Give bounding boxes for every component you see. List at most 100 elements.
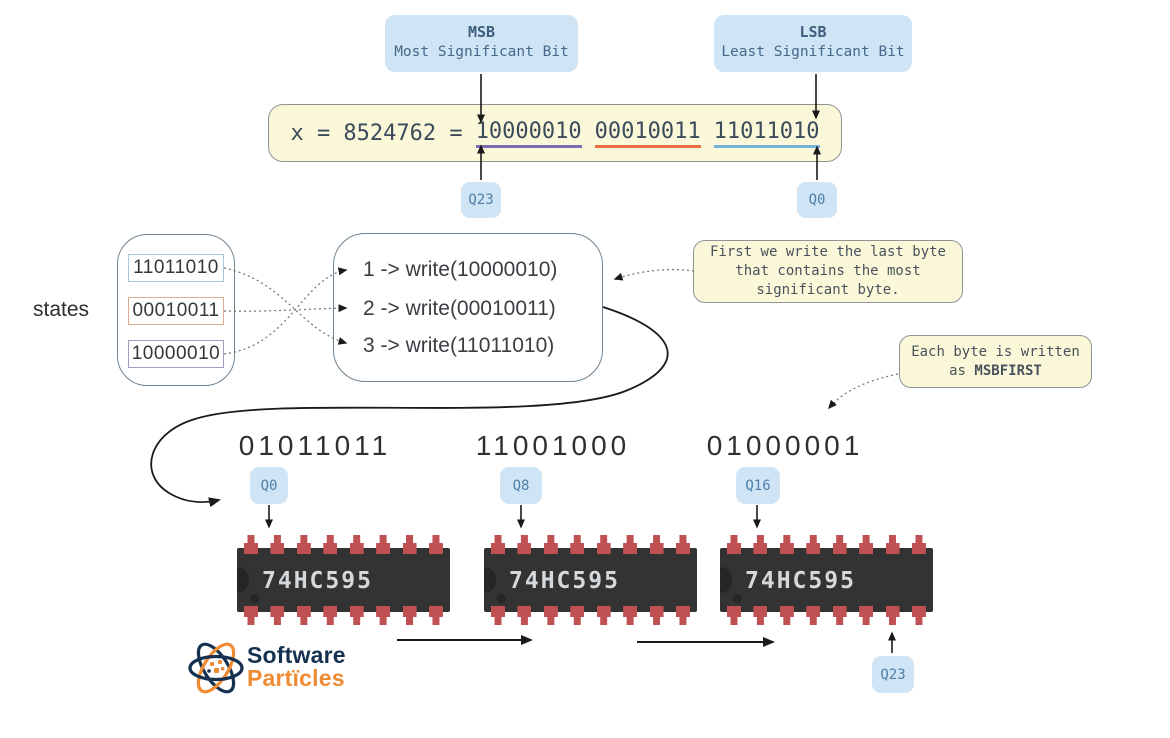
note-first-byte-line3: significant byte. bbox=[756, 282, 900, 298]
chip-pin bbox=[727, 535, 741, 554]
chip-pin bbox=[428, 535, 443, 554]
chip-pin bbox=[517, 535, 532, 554]
note-msbfirst-line2: as MSBFIRST bbox=[900, 362, 1091, 381]
logo-word-software: Software bbox=[247, 642, 346, 668]
chip-pin bbox=[623, 606, 638, 625]
chip-pin bbox=[349, 606, 364, 625]
connector-note2-output bbox=[828, 373, 899, 410]
note-msbfirst: Each byte is written as MSBFIRST bbox=[899, 335, 1092, 388]
states-group-box: 11011010 00010011 10000010 bbox=[117, 234, 235, 386]
chip-pin bbox=[517, 606, 532, 625]
chip-pin bbox=[832, 535, 847, 554]
chip-pins-bottom bbox=[244, 606, 443, 625]
states-label: states bbox=[33, 298, 90, 321]
state-item-0: 11011010 bbox=[128, 254, 224, 282]
chip-pin bbox=[296, 606, 311, 625]
write-step-1: 1 -> write(10000010) bbox=[363, 258, 558, 281]
formula-box: x = 8524762 = 10000010 00010011 11011010 bbox=[268, 104, 842, 162]
chip-pin bbox=[806, 535, 821, 554]
chip-pins-top bbox=[727, 535, 926, 554]
chip-pin bbox=[859, 606, 874, 625]
formula-prefix: x = 8524762 = bbox=[290, 120, 463, 146]
chip-pin bbox=[596, 606, 611, 625]
shift-register-chip-0: 74HC595 bbox=[237, 535, 450, 625]
chip-pin bbox=[402, 535, 417, 554]
chip-pin bbox=[402, 606, 417, 625]
pin-badge-q0-bottom: Q0 bbox=[250, 467, 288, 504]
formula-byte-lsb: 11011010 bbox=[713, 119, 820, 148]
pin-badge-q8-bottom: Q8 bbox=[500, 467, 542, 504]
note-msbfirst-prefix: as bbox=[949, 362, 975, 379]
chip-pin bbox=[270, 535, 285, 554]
chip-label: 74HC595 bbox=[745, 568, 856, 594]
shift-register-chip-1: 74HC595 bbox=[484, 535, 697, 625]
chip-pin bbox=[543, 606, 558, 625]
lsb-subtitle: Least Significant Bit bbox=[721, 44, 905, 60]
chip-pin bbox=[491, 606, 505, 625]
chip-pin bbox=[806, 606, 821, 625]
chip-pin bbox=[779, 606, 794, 625]
connector-state2-write2 bbox=[223, 304, 348, 313]
chip-pin1-dot-icon bbox=[250, 594, 259, 603]
chip-pin bbox=[244, 535, 258, 554]
write-step-3: 3 -> write(11011010) bbox=[363, 334, 555, 357]
connector-note1-writebox bbox=[613, 268, 695, 281]
pin-badge-q16-bottom: Q16 bbox=[736, 467, 780, 504]
chip-pin bbox=[491, 535, 505, 554]
chip-notch-icon bbox=[484, 567, 496, 593]
note-msbfirst-keyword: MSBFIRST bbox=[974, 362, 1042, 379]
note-first-byte: First we write the last byte that contai… bbox=[693, 240, 963, 303]
chip-pin bbox=[859, 535, 874, 554]
chip-pin bbox=[911, 606, 926, 625]
chip-notch-icon bbox=[237, 567, 249, 593]
chip-pin bbox=[428, 606, 443, 625]
chip-pin bbox=[543, 535, 558, 554]
chip-pin bbox=[832, 606, 847, 625]
chip-pins-top bbox=[491, 535, 690, 554]
chip-pin bbox=[649, 535, 664, 554]
chip-pin bbox=[885, 606, 900, 625]
lsb-title: LSB bbox=[799, 23, 827, 41]
logo: Software Partïcles bbox=[188, 634, 358, 704]
chip-pin bbox=[911, 535, 926, 554]
state-item-1: 00010011 bbox=[128, 297, 224, 325]
chip-pin bbox=[323, 606, 338, 625]
chip-pin bbox=[885, 535, 900, 554]
note-first-byte-line1: First we write the last byte bbox=[709, 244, 946, 260]
connector-state3-write1 bbox=[223, 267, 348, 355]
write-step-2: 2 -> write(00010011) bbox=[363, 297, 556, 320]
state-item-2: 10000010 bbox=[128, 340, 224, 368]
chip-pin bbox=[376, 535, 391, 554]
msb-title: MSB bbox=[467, 23, 496, 41]
output-bits-2: 01000001 bbox=[706, 430, 864, 461]
chip-pins-bottom bbox=[491, 606, 690, 625]
chip-pin bbox=[244, 606, 258, 625]
formula-byte-msb: 10000010 bbox=[475, 119, 582, 148]
chip-body: 74HC595 bbox=[237, 548, 450, 612]
chip-pin bbox=[753, 606, 768, 625]
chip-pin bbox=[349, 535, 364, 554]
pin-badge-q23-top: Q23 bbox=[461, 182, 501, 218]
chip-notch-icon bbox=[720, 567, 732, 593]
chip-pin bbox=[570, 535, 585, 554]
pin-badge-q0-top: Q0 bbox=[797, 182, 837, 218]
chip-pin bbox=[649, 606, 664, 625]
chip-pin bbox=[727, 606, 741, 625]
write-sequence-box: 1 -> write(10000010) 2 -> write(00010011… bbox=[333, 233, 603, 382]
msb-subtitle: Most Significant Bit bbox=[394, 44, 569, 60]
chip-pin bbox=[779, 535, 794, 554]
cascade-arrows bbox=[397, 635, 775, 647]
msb-legend-box: MSB Most Significant Bit bbox=[385, 15, 578, 72]
chip-pin bbox=[675, 606, 690, 625]
chip-pins-top bbox=[244, 535, 443, 554]
lsb-legend-box: LSB Least Significant Bit bbox=[714, 15, 912, 72]
chip-pin bbox=[570, 606, 585, 625]
chip-pin bbox=[323, 535, 338, 554]
output-bits-0: 01011011 bbox=[238, 430, 392, 461]
chip-pin1-dot-icon bbox=[497, 594, 506, 603]
chip-label: 74HC595 bbox=[509, 568, 620, 594]
chip-pin1-dot-icon bbox=[733, 594, 742, 603]
chip-label: 74HC595 bbox=[262, 568, 373, 594]
formula-byte-mid: 00010011 bbox=[594, 119, 701, 148]
